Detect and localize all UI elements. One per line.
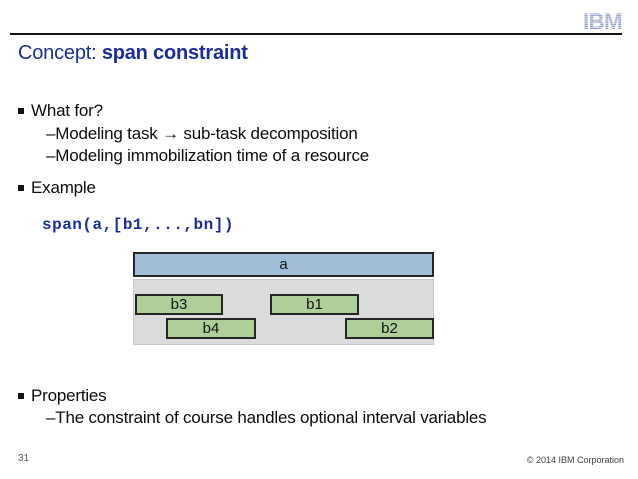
bullet-square-icon bbox=[18, 393, 24, 399]
task-bar-b3-label: b3 bbox=[170, 296, 188, 313]
page-title: Concept: span constraint bbox=[18, 42, 248, 65]
task-bar-b2: b2 bbox=[345, 318, 434, 339]
task-bar-b1: b1 bbox=[270, 294, 359, 315]
page-title-regular: Concept: bbox=[18, 42, 102, 64]
task-bar-b4: b4 bbox=[166, 318, 256, 339]
bullet-what-for-label: What for? bbox=[31, 101, 103, 120]
page-title-bold: span constraint bbox=[101, 42, 248, 64]
bullet-square-icon bbox=[18, 185, 24, 191]
task-bar-b3: b3 bbox=[135, 294, 223, 315]
subbullet-optional-interval-variables: –The constraint of course handles option… bbox=[46, 408, 487, 427]
footer-page-number: 31 bbox=[18, 453, 30, 464]
ibm-logo-text: IBM bbox=[583, 11, 622, 32]
task-bar-b2-label: b2 bbox=[381, 320, 398, 337]
code-span-constraint: span(a,[b1,...,bn]) bbox=[42, 216, 234, 234]
span-bar-a: a bbox=[133, 252, 434, 277]
ibm-logo-icon: IBM bbox=[583, 11, 623, 32]
bullet-square-icon bbox=[18, 108, 24, 114]
task-bar-b4-label: b4 bbox=[202, 320, 220, 337]
subbullet-immobilization-time: –Modeling immobilization time of a resou… bbox=[46, 146, 370, 165]
bullet-properties: Properties bbox=[18, 386, 107, 406]
bullet-example-label: Example bbox=[31, 178, 96, 197]
task-bar-b1-label: b1 bbox=[306, 296, 323, 313]
bullet-example: Example bbox=[18, 178, 96, 198]
subbullet-task-decomposition: –Modeling task → sub-task decomposition bbox=[46, 124, 358, 143]
bullet-what-for: What for? bbox=[18, 101, 103, 121]
footer-copyright: © 2014 IBM Corporation bbox=[526, 455, 624, 465]
span-diagram: a b3 b1 b4 b2 bbox=[133, 252, 434, 345]
header-divider bbox=[10, 33, 622, 35]
span-bar-a-label: a bbox=[279, 256, 288, 273]
bullet-properties-label: Properties bbox=[31, 386, 107, 405]
